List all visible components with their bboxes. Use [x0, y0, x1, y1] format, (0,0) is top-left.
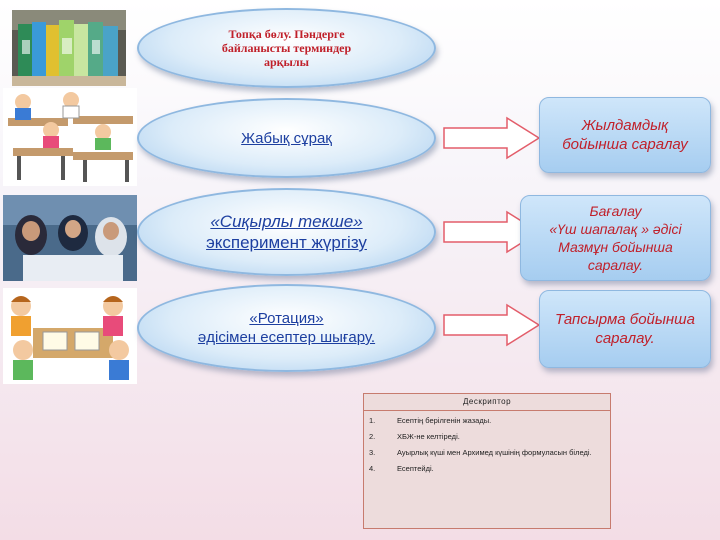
books-image: [12, 10, 126, 86]
descriptor-item: 4. Есептейді.: [364, 463, 610, 474]
right-arrow-icon: [443, 303, 541, 347]
method-label: «Ротация»: [249, 310, 324, 327]
classroom-cartoon-image: [3, 88, 137, 186]
assessment-label: Мазмұн бойынша: [558, 239, 673, 255]
topic-title-oval: Топқа бөлу. Пәндерге байланысты терминде…: [137, 8, 436, 88]
descriptor-list: 1. Есептің берілгенін жазады. 2. ХБЖ-не …: [364, 415, 610, 474]
method-label: әдісімен есептер шығару.: [197, 329, 376, 346]
right-arrow-icon: [443, 116, 541, 160]
assessment-label: Тапсырма бойынша: [555, 311, 695, 328]
descriptor-item-text: Ауырлық күші мен Архимед күшінің формула…: [397, 448, 592, 457]
assessment-box-task: Тапсырма бойынша саралау.: [539, 290, 711, 368]
method-oval-magic-cube: «Сиқырлы текше» эксперимент жүргізу: [137, 188, 436, 276]
descriptor-item-number: 4.: [369, 464, 376, 473]
assessment-label: Жылдамдық: [581, 117, 669, 134]
group-work-cartoon-image: [3, 288, 137, 384]
descriptor-table: Дескриптор 1. Есептің берілгенін жазады.…: [363, 393, 611, 529]
descriptor-item-number: 1.: [369, 416, 376, 425]
assessment-box-speed: Жылдамдық бойынша саралау: [539, 97, 711, 173]
method-label: «Сиқырлы текше»: [210, 212, 363, 231]
descriptor-header: Дескриптор: [364, 394, 610, 411]
descriptor-item-text: ХБЖ-не келтіреді.: [397, 432, 460, 441]
descriptor-item-text: Есептің берілгенін жазады.: [397, 416, 492, 425]
assessment-label: Бағалау: [589, 203, 642, 219]
method-oval-rotation: «Ротация» әдісімен есептер шығару.: [137, 284, 436, 372]
descriptor-item: 1. Есептің берілгенін жазады.: [364, 415, 610, 426]
topic-title-line: байланысты терминдер: [221, 41, 352, 55]
descriptor-item: 3. Ауырлық күші мен Архимед күшінің форм…: [364, 447, 610, 458]
method-label: Жабық сұрақ: [241, 129, 332, 147]
students-photo-image: [3, 195, 137, 281]
method-oval-closed-question: Жабық сұрақ: [137, 98, 436, 178]
descriptor-item: 2. ХБЖ-не келтіреді.: [364, 431, 610, 442]
method-label: эксперимент жүргізу: [206, 233, 367, 252]
descriptor-item-number: 2.: [369, 432, 376, 441]
topic-title-line: арқылы: [263, 55, 310, 69]
topic-title-line: Топқа бөлу. Пәндерге: [228, 27, 345, 41]
descriptor-item-text: Есептейді.: [397, 464, 434, 473]
assessment-label: «Үш шапалақ » әдісі: [549, 221, 682, 237]
assessment-box-three-claps: Бағалау «Үш шапалақ » әдісі Мазмұн бойын…: [520, 195, 711, 281]
descriptor-item-number: 3.: [369, 448, 376, 457]
assessment-label: саралау.: [595, 330, 655, 347]
assessment-label: саралау.: [587, 257, 644, 273]
assessment-label: бойынша саралау: [562, 136, 688, 153]
